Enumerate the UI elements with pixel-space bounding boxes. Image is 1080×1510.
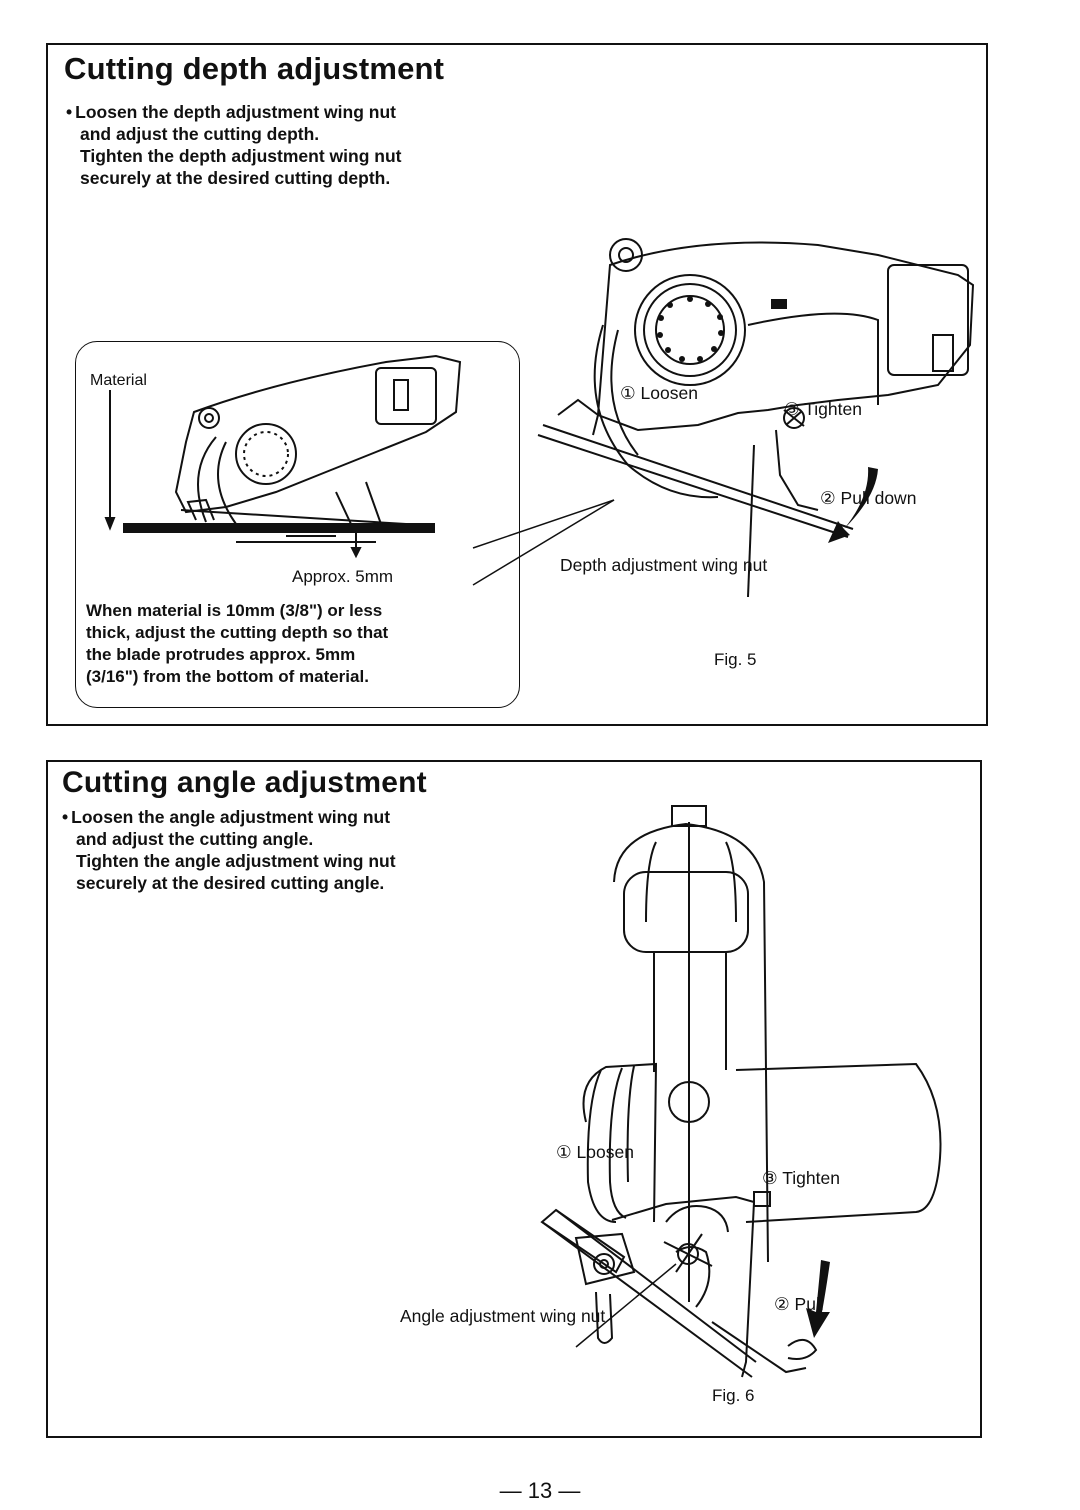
cutting-depth-instructions: •Loosen the depth adjustment wing nut an… bbox=[66, 101, 526, 189]
bullet-icon: • bbox=[66, 102, 73, 122]
cutting-angle-section: Cutting angle adjustment •Loosen the ang… bbox=[46, 760, 982, 1438]
depth-instruction-line-2: and adjust the cutting depth. bbox=[80, 124, 320, 144]
depth-instruction-line-1: Loosen the depth adjustment wing nut bbox=[75, 102, 396, 122]
depth-instruction-line-3: Tighten the depth adjustment wing nut bbox=[80, 146, 402, 166]
note-line-1: When material is 10mm (3/8") or less bbox=[86, 601, 383, 620]
material-depth-inset: Material Approx. 5mm When material is 10… bbox=[75, 341, 520, 708]
note-line-3: the blade protrudes approx. 5mm bbox=[86, 645, 356, 664]
depth-pull-down-label: ② Pull down bbox=[820, 488, 917, 508]
cutting-depth-title: Cutting depth adjustment bbox=[64, 51, 445, 86]
angle-instruction-line-3: Tighten the angle adjustment wing nut bbox=[76, 851, 396, 871]
depth-adjustment-saw-illustration bbox=[537, 238, 975, 598]
angle-instruction-line-1: Loosen the angle adjustment wing nut bbox=[71, 807, 391, 827]
angle-adjustment-saw-illustration bbox=[540, 805, 942, 1378]
depth-instruction-line-4: securely at the desired cutting depth. bbox=[80, 168, 391, 188]
figure-6-label: Fig. 6 bbox=[712, 1386, 755, 1405]
cutting-angle-instructions: •Loosen the angle adjustment wing nut an… bbox=[62, 806, 522, 894]
page-number: — 13 — bbox=[499, 1478, 581, 1503]
angle-wing-nut-label: Angle adjustment wing nut bbox=[400, 1306, 606, 1326]
angle-tighten-label: ③ Tighten bbox=[762, 1168, 840, 1188]
depth-loosen-label: ① Loosen bbox=[620, 383, 698, 403]
inset-connector-lines bbox=[472, 499, 615, 586]
depth-wing-nut-label: Depth adjustment wing nut bbox=[560, 555, 768, 575]
approx-depth-label: Approx. 5mm bbox=[292, 567, 394, 586]
note-line-4: (3/16") from the bottom of material. bbox=[86, 667, 369, 686]
depth-tighten-label: ③ Tighten bbox=[784, 399, 862, 419]
cutting-angle-title: Cutting angle adjustment bbox=[62, 766, 427, 799]
figure-5-label: Fig. 5 bbox=[714, 650, 757, 669]
angle-pull-label: ② Pull bbox=[774, 1294, 824, 1314]
angle-loosen-label: ① Loosen bbox=[556, 1142, 634, 1162]
note-line-2: thick, adjust the cutting depth so that bbox=[86, 623, 389, 642]
material-thickness-note: When material is 10mm (3/8") or less thi… bbox=[86, 600, 516, 688]
angle-instruction-line-2: and adjust the cutting angle. bbox=[76, 829, 314, 849]
saw-on-material-illustration bbox=[104, 354, 462, 559]
cutting-depth-section: Cutting depth adjustment •Loosen the dep… bbox=[46, 43, 988, 726]
material-label: Material bbox=[90, 372, 147, 389]
bullet-icon: • bbox=[62, 807, 69, 827]
angle-instruction-line-4: securely at the desired cutting angle. bbox=[76, 873, 385, 893]
